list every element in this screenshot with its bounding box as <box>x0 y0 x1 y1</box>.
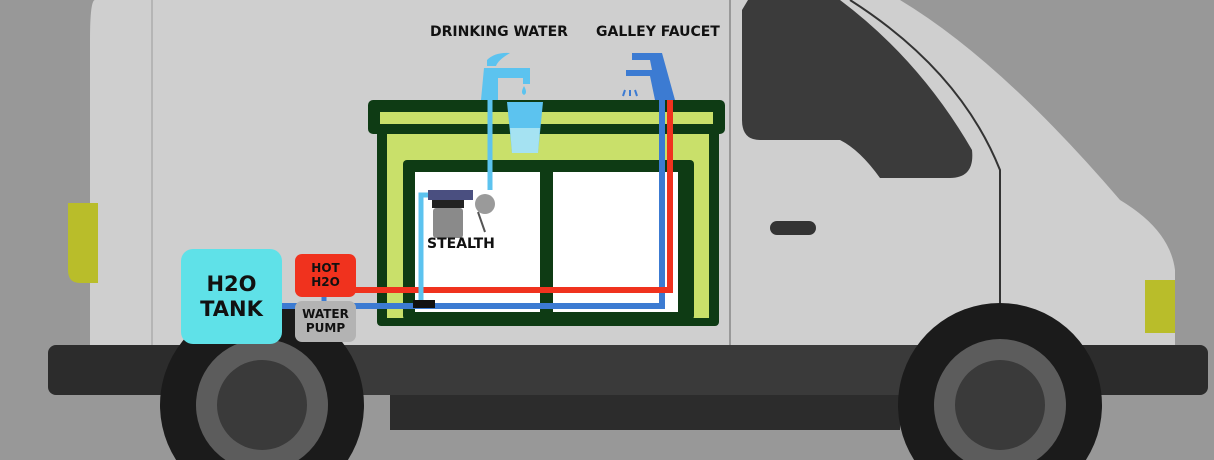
h2o-tank: H2O TANK <box>181 249 282 344</box>
headlight <box>1145 280 1175 333</box>
cab-window <box>742 0 973 178</box>
cab-outline <box>849 0 1001 345</box>
front-bumper <box>1068 345 1208 395</box>
hot-label-line2: H2O <box>311 274 340 289</box>
drinking-glass-icon <box>507 102 543 153</box>
drinking-faucet-icon <box>481 52 530 100</box>
hot-pipe <box>355 100 673 293</box>
pump-label-line1: WATER <box>302 306 349 321</box>
tank-label-line1: H2O <box>206 272 257 297</box>
hot-label-line1: HOT <box>311 260 340 275</box>
filtered-pipe <box>418 192 430 304</box>
door-handle <box>770 221 816 235</box>
cold-pipe <box>282 95 665 309</box>
hot-water-heater: HOT H2O <box>295 254 356 297</box>
filter-label: STEALTH <box>427 236 495 252</box>
side-skirt <box>390 395 900 430</box>
galley-faucet-label: GALLEY FAUCET <box>596 24 720 40</box>
water-pump: WATER PUMP <box>295 301 356 342</box>
tank-label-line2: TANK <box>200 296 263 321</box>
water-filter-icon <box>428 190 495 238</box>
tee-fitting <box>413 300 435 308</box>
rear-bumper <box>48 345 190 395</box>
tail-light <box>68 203 98 283</box>
pump-label-line2: PUMP <box>305 320 346 335</box>
galley-faucet-icon <box>622 53 675 100</box>
drinking-water-label: DRINKING WATER <box>430 24 568 40</box>
